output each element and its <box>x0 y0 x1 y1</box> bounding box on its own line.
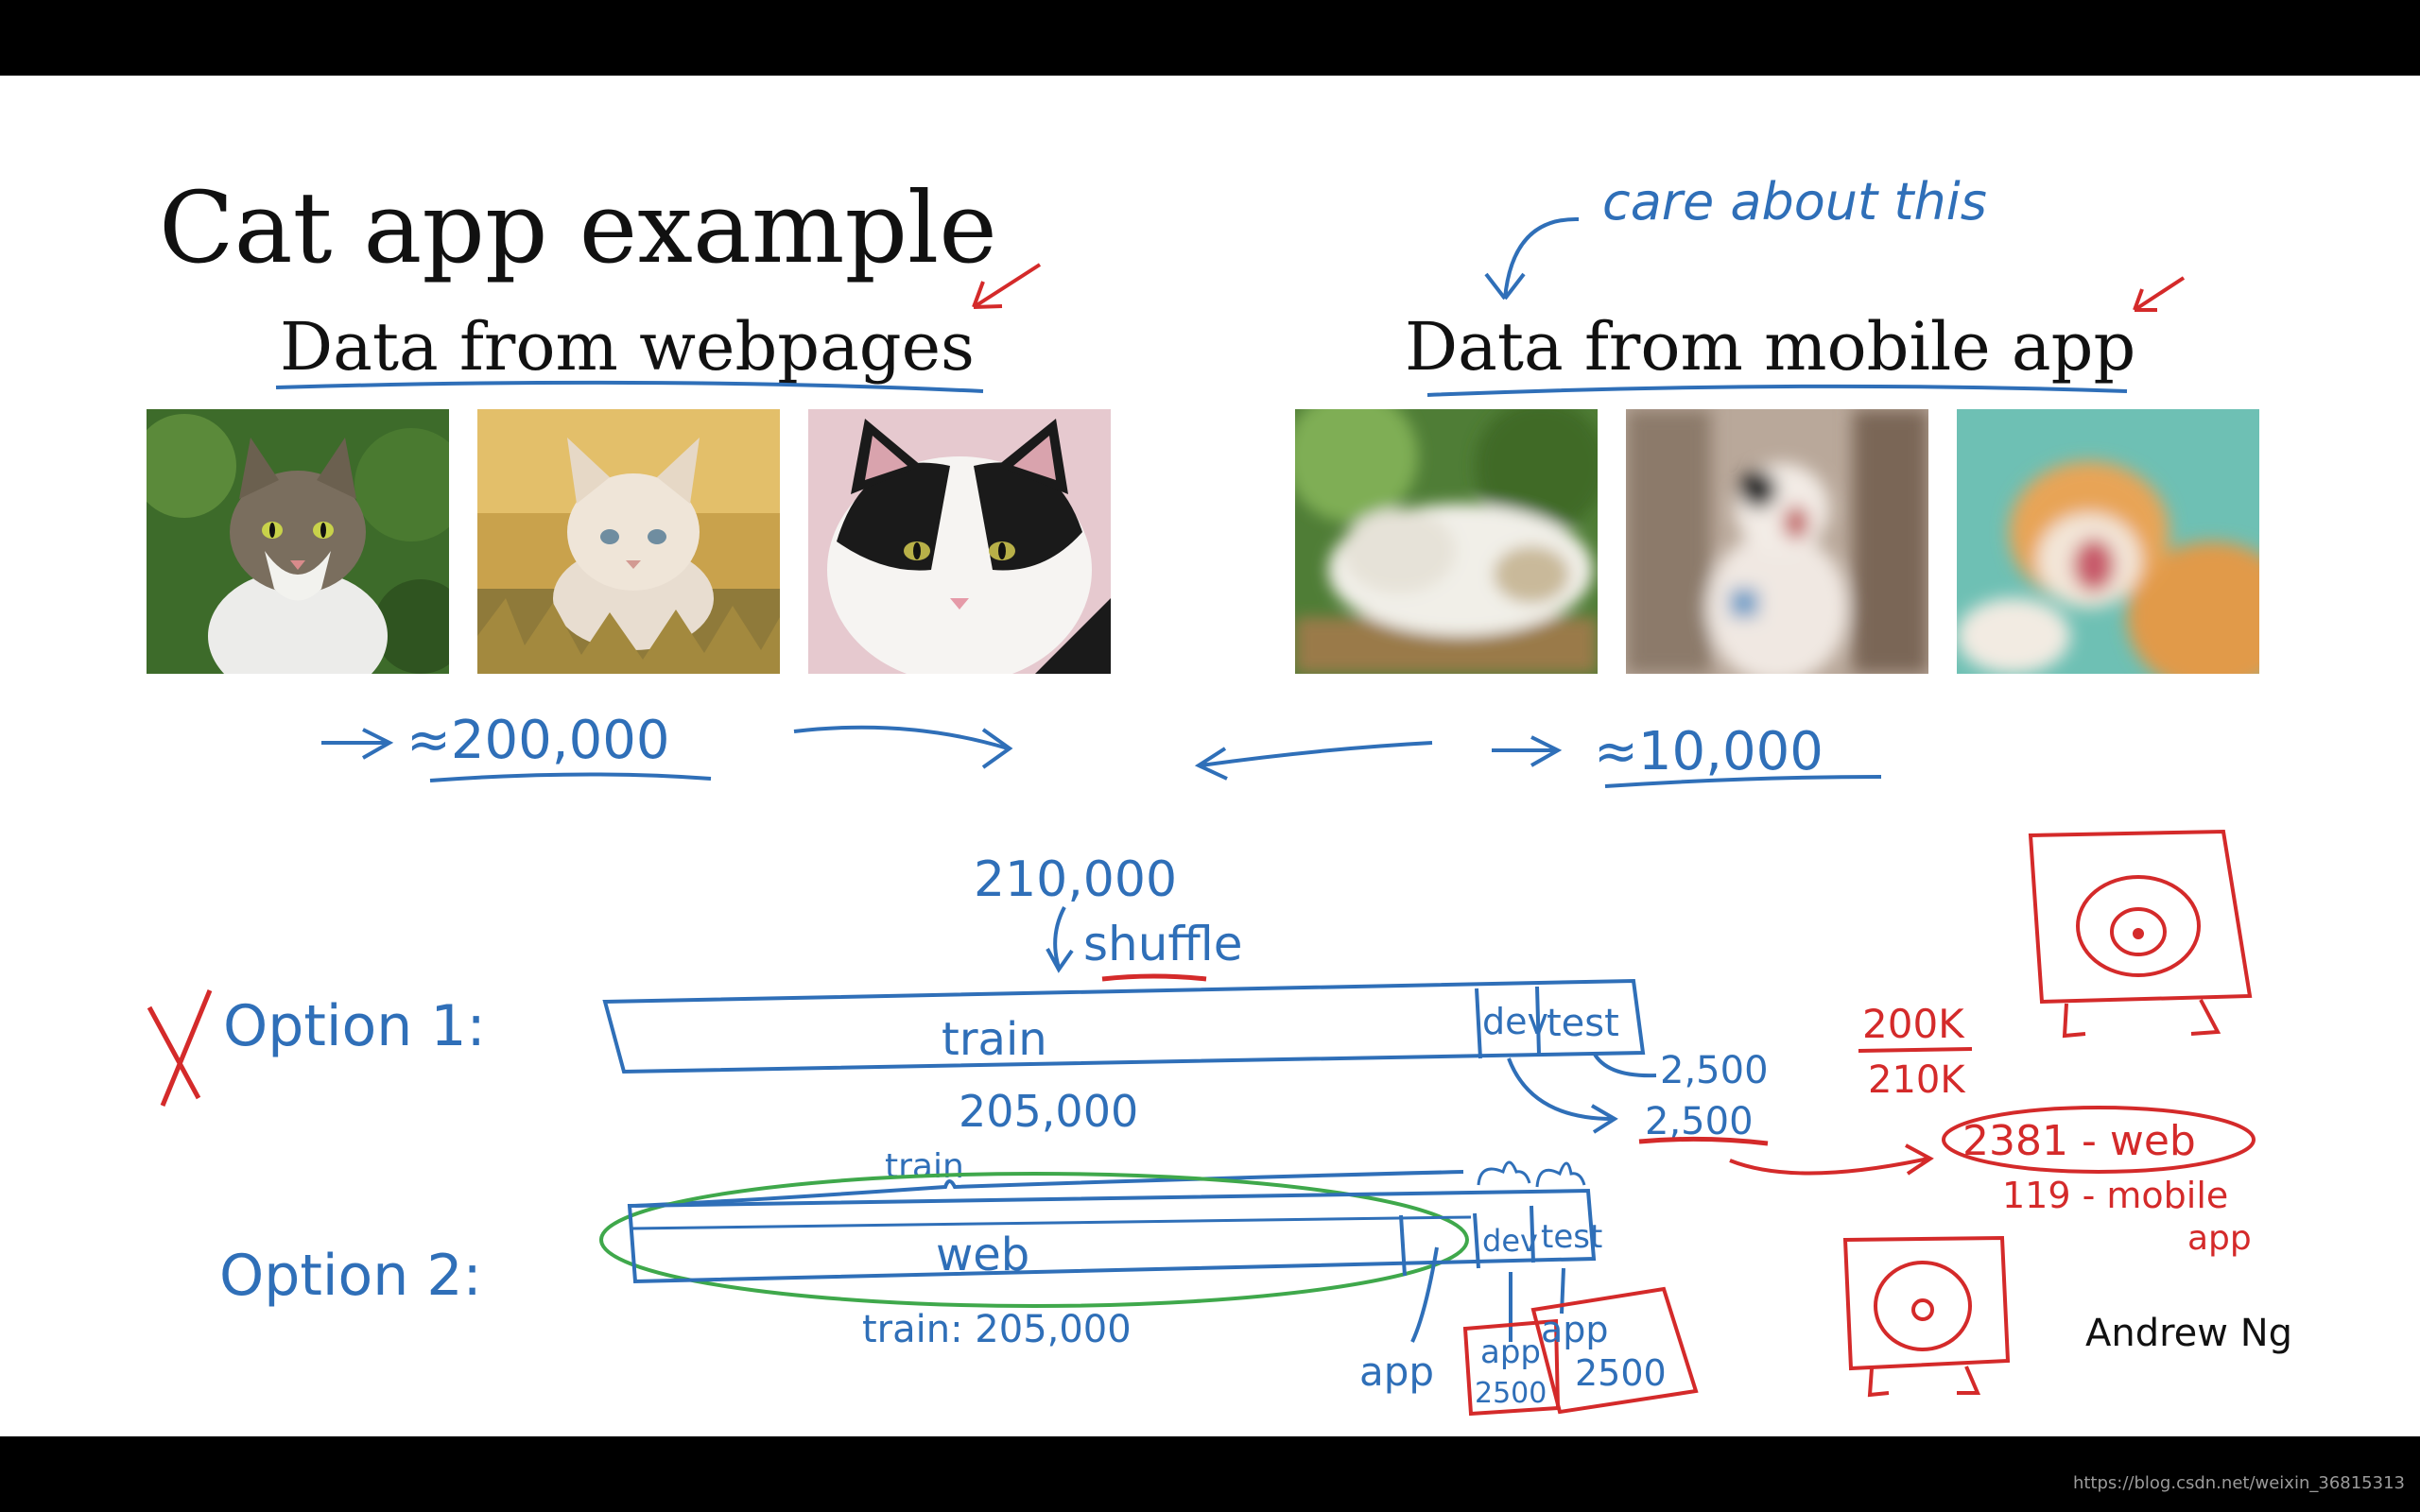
note-web-split: 2381 - web <box>1962 1117 2196 1165</box>
red-check-mark-icon-2 <box>2133 276 2186 312</box>
red-arrow-icon <box>1729 1143 1934 1176</box>
underline-mobile-app <box>1426 384 2128 397</box>
red-box-app-test <box>1530 1286 1699 1415</box>
note-shuffle: shuffle <box>1083 917 1243 971</box>
handwritten-annotations: care about this ≈200,000 ≈10,000 210,000… <box>147 172 2256 1417</box>
option2-app-dev-label: app <box>1480 1333 1541 1371</box>
option2-app-label: app <box>1359 1349 1434 1395</box>
note-ratio-bottom: 210K <box>1868 1058 1966 1102</box>
option1-train-count: 205,000 <box>959 1086 1138 1137</box>
webpage-cat-photo-2 <box>477 409 780 674</box>
option2-dev-count: 2500 <box>1475 1377 1547 1410</box>
note-web-count: ≈200,000 <box>406 710 670 771</box>
webpage-cat-photo-3 <box>808 409 1111 674</box>
arrow-from-app-icon <box>1194 741 1433 781</box>
right-arrow-icon-2 <box>1492 735 1563 767</box>
underline-webpages <box>275 380 984 393</box>
app-pointer <box>1410 1246 1439 1343</box>
webpage-cat-photo-1 <box>147 409 449 674</box>
option1-bar <box>602 978 1646 1074</box>
option2-train-count: train: 205,000 <box>862 1308 1132 1351</box>
label-option-2: Option 2: <box>219 1243 482 1309</box>
down-arrow-icon <box>1046 906 1074 973</box>
option2-test-count: 2500 <box>1575 1352 1667 1394</box>
author-credit: Andrew Ng <box>2085 1312 2293 1355</box>
option1-dev-count: 2,500 <box>1645 1100 1754 1143</box>
option1-dev-label: dev <box>1482 1001 1548 1042</box>
app-cat-photo-1 <box>1295 409 1598 674</box>
underline-shuffle <box>1101 973 1207 982</box>
underline-dev-count <box>1638 1136 1769 1146</box>
train-brace <box>634 1170 1464 1208</box>
right-arrow-icon <box>321 728 394 760</box>
note-total: 210,000 <box>974 851 1177 908</box>
option1-test-count: 2,500 <box>1660 1049 1769 1092</box>
note-mobile-split: 119 - mobile <box>2002 1175 2228 1216</box>
note-ratio-top: 200K <box>1862 1001 1965 1047</box>
dev-test-braces <box>1477 1160 1586 1188</box>
lecture-slide: Cat app example Data from webpages Data … <box>0 76 2420 1436</box>
source-url-watermark: https://blog.csdn.net/weixin_36815313 <box>2072 1473 2405 1493</box>
arrow-to-total-icon <box>793 725 1013 769</box>
option2-train-label: train <box>885 1147 964 1186</box>
option1-train-label: train <box>942 1013 1047 1066</box>
option1-dividers <box>1475 986 1541 1059</box>
option2-test-label: test <box>1541 1218 1602 1256</box>
dev-pointer-arrow-icon <box>1507 1057 1618 1134</box>
underline-web-count <box>429 772 712 782</box>
slide-title: Cat app example <box>159 170 997 285</box>
ratio-line <box>1858 1047 1973 1053</box>
option2-dev-label: dev <box>1482 1223 1538 1259</box>
circle-web-split <box>1942 1106 2256 1174</box>
option1-test-label: test <box>1547 1002 1619 1045</box>
note-care-about-this: care about this <box>1602 172 1987 232</box>
target-sketch-icon-1 <box>2028 829 2253 1039</box>
care-arrow-icon <box>1484 216 1580 301</box>
heading-data-from-mobile-app: Data from mobile app <box>1405 308 2136 386</box>
red-cross-icon <box>147 989 213 1107</box>
test-pointer <box>1592 1051 1657 1078</box>
option2-web-label: web <box>936 1228 1029 1281</box>
note-mobile-split-app: app <box>2187 1219 2252 1258</box>
option2-app-test-label: app <box>1541 1309 1609 1350</box>
underline-app-count <box>1604 775 1882 788</box>
green-train-ellipse <box>599 1172 1469 1308</box>
label-option-1: Option 1: <box>223 993 486 1059</box>
app-cat-photo-3 <box>1957 409 2259 674</box>
heading-data-from-webpages: Data from webpages <box>280 308 975 386</box>
target-sketch-icon-2 <box>1842 1235 2011 1398</box>
option2-dividers <box>1399 1205 1535 1277</box>
note-app-count: ≈10,000 <box>1594 721 1824 782</box>
option2-bar <box>627 1188 1597 1284</box>
app-cat-photo-2 <box>1626 409 1928 674</box>
red-check-mark-icon <box>972 263 1042 309</box>
